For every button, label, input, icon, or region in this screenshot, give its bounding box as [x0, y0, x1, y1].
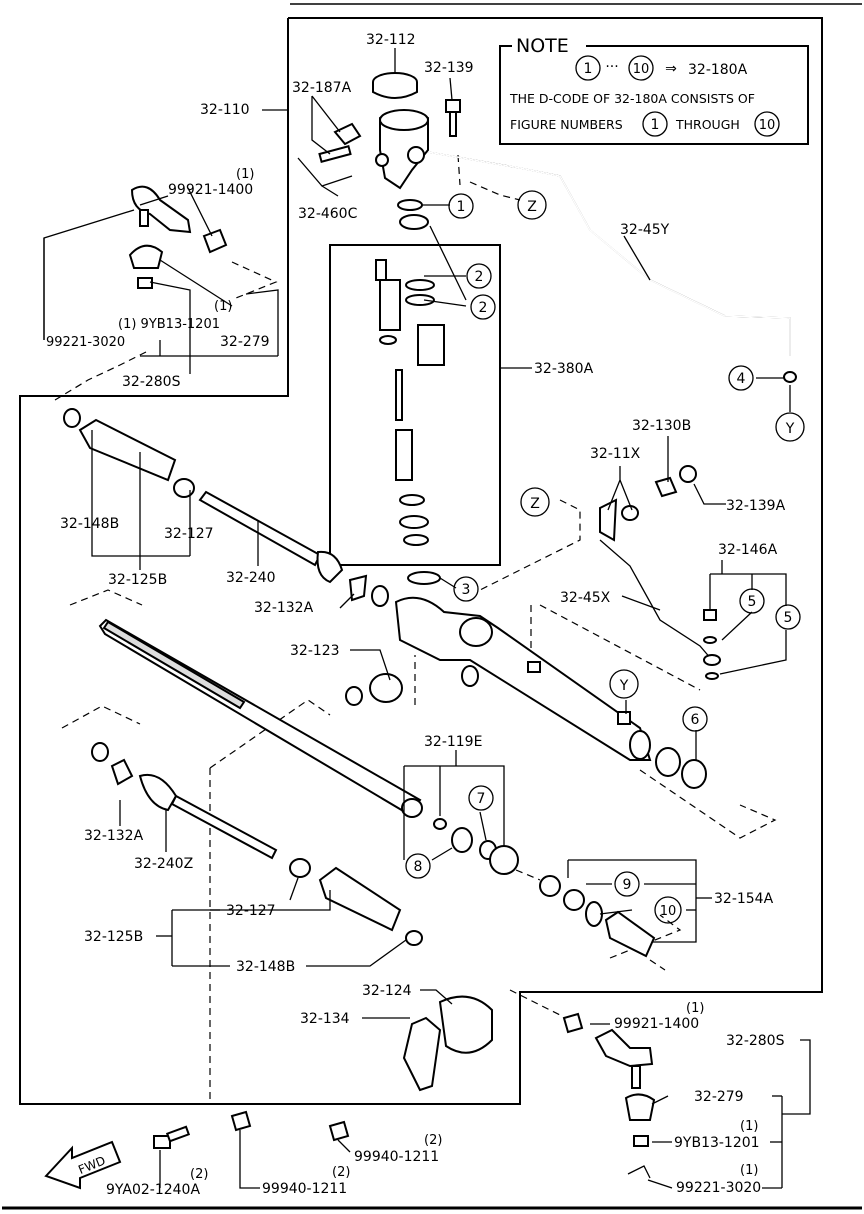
label-32-123: 32-123 [290, 643, 340, 659]
assembly-frame [19, 17, 823, 1105]
label-99921-1400-a: 99921-1400 [168, 182, 253, 198]
label-9YB13-1201-b: 9YB13-1201 [674, 1135, 760, 1151]
callout-2b: 2 [479, 300, 488, 316]
label-32-112: 32-112 [366, 32, 416, 48]
label-32-125B-b: 32-125B [84, 929, 143, 945]
label-32-130B: 32-130B [632, 418, 691, 434]
note-line2-to: 10 [759, 118, 776, 133]
label-32-124: 32-124 [362, 983, 412, 999]
note-title: NOTE [516, 35, 569, 57]
callout-1: 1 [457, 199, 466, 215]
callout-8: 8 [414, 859, 423, 875]
label-32-132A-a: 32-132A [254, 600, 314, 616]
label-32-127-a: 32-127 [164, 526, 214, 542]
note-range-from: 1 [584, 61, 593, 77]
label-32-119E: 32-119E [424, 734, 482, 750]
callout-7: 7 [477, 791, 486, 807]
label-32-11X: 32-11X [590, 446, 641, 462]
label-32-280S-b: 32-280S [726, 1033, 785, 1049]
note-arrow: ⇒ [665, 61, 677, 77]
label-32-148B-a: 32-148B [60, 516, 119, 532]
label-32-127-b: 32-127 [226, 903, 276, 919]
label-32-45X: 32-45X [560, 590, 611, 606]
note-ellipsis: ··· [605, 59, 618, 75]
leader-lines [43, 48, 811, 1189]
label-32-460C: 32-460C [298, 206, 358, 222]
note-target: 32-180A [688, 62, 748, 78]
valve-subassembly-box [329, 244, 501, 566]
dashed-guides [54, 154, 777, 1100]
note-range-to: 10 [633, 62, 650, 77]
callout-5b: 5 [784, 610, 793, 626]
label-32-279-a: 32-279 [220, 334, 270, 350]
label-32-139A: 32-139A [726, 498, 786, 514]
label-32-280S-a: 32-280S [122, 374, 181, 390]
label-32-380A: 32-380A [534, 361, 594, 377]
note-line1: THE D-CODE OF 32-180A CONSISTS OF [509, 91, 755, 106]
label-9YB13-1201-a: (1) 9YB13-1201 [118, 317, 220, 332]
callout-10: 10 [660, 904, 677, 919]
label-32-148B-b: 32-148B [236, 959, 295, 975]
callout-5a: 5 [748, 594, 757, 610]
label-32-132A-b: 32-132A [84, 828, 144, 844]
callout-6: 6 [691, 712, 700, 728]
callout-z-top: Z [527, 199, 537, 215]
label-99940-1211-a: 99940-1211 [354, 1149, 439, 1165]
callout-3: 3 [462, 582, 471, 598]
note-line2-mid: THROUGH [675, 117, 740, 132]
label-32-240Z: 32-240Z [134, 856, 193, 872]
label-99221-3020-a: 99221-3020 [46, 335, 125, 350]
note-line2-prefix: FIGURE NUMBERS [510, 117, 623, 132]
label-32-139: 32-139 [424, 60, 474, 76]
label-qty-1-e: (1) [740, 1163, 758, 1178]
label-99940-1211-b: 99940-1211 [262, 1181, 347, 1197]
label-qty-1-c: (1) [686, 1001, 704, 1016]
label-32-134: 32-134 [300, 1011, 350, 1027]
callout-y-top: Y [785, 421, 795, 437]
label-32-187A: 32-187A [292, 80, 352, 96]
callout-4: 4 [737, 371, 746, 387]
label-32-110: 32-110 [200, 102, 250, 118]
label-32-146A: 32-146A [718, 542, 778, 558]
callout-2a: 2 [475, 269, 484, 285]
label-qty-1-b: (1) [214, 299, 232, 314]
callouts: 1 2 2 3 4 5 5 6 7 8 9 10 Z Z Y Y [405, 190, 805, 924]
label-32-125B-a: 32-125B [108, 572, 167, 588]
note-box: NOTE 1 ··· 10 ⇒ 32-180A THE D-CODE OF 32… [499, 35, 809, 145]
label-qty-2-a: (2) [424, 1133, 442, 1148]
label-32-279-b: 32-279 [694, 1089, 744, 1105]
note-line2-from: 1 [651, 117, 660, 133]
callout-9: 9 [623, 877, 632, 893]
label-qty-2-c: (2) [190, 1167, 208, 1182]
label-qty-1-d: (1) [740, 1119, 758, 1134]
label-32-240: 32-240 [226, 570, 276, 586]
callout-z-mid: Z [530, 496, 540, 512]
part-shapes [44, 72, 797, 1190]
label-32-45Y: 32-45Y [620, 222, 670, 238]
label-qty-1-a: (1) [236, 167, 254, 182]
label-99921-1400-b: 99921-1400 [614, 1016, 699, 1032]
callout-y-mid: Y [619, 678, 629, 694]
label-qty-2-b: (2) [332, 1165, 350, 1180]
label-32-154A: 32-154A [714, 891, 774, 907]
label-9YA02-1240A: 9YA02-1240A [106, 1182, 200, 1198]
label-99221-3020-b: 99221-3020 [676, 1180, 761, 1196]
